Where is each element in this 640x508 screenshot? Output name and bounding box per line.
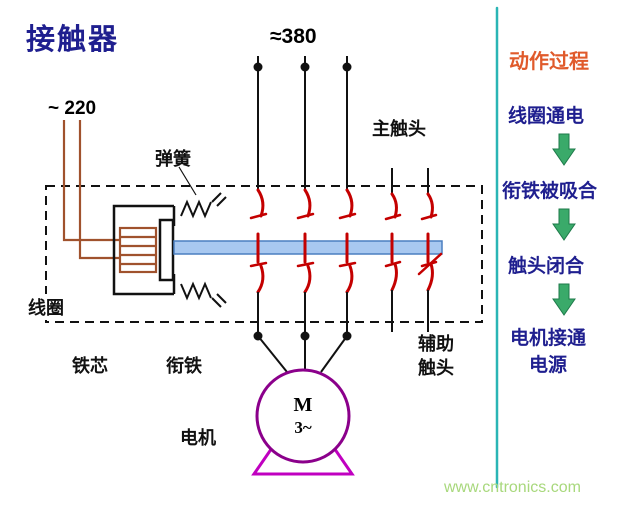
- coil-assembly: [112, 204, 176, 296]
- main-contacts-label: 主触头: [372, 119, 426, 139]
- aux-contact-nc: [417, 168, 443, 332]
- coil-winding: [118, 226, 158, 274]
- armature-plate: [158, 218, 175, 282]
- process-step-3: 触头闭合: [508, 256, 585, 277]
- page-title: 接触器: [26, 24, 120, 56]
- iron-core-outline: [112, 204, 174, 296]
- motor-phase: 3~: [294, 418, 312, 437]
- main-contact-1: [249, 188, 268, 341]
- spring-top: [180, 192, 227, 219]
- spring-label: 弹簧: [155, 149, 191, 169]
- motor-label: 电机: [180, 428, 216, 448]
- coil-voltage-label: ~ 220: [48, 98, 97, 119]
- flow-arrow-2: [552, 208, 576, 241]
- coil-label: 线圈: [25, 294, 67, 320]
- three-phase-lines: [253, 56, 352, 190]
- three-phase-voltage-label: ≈380: [270, 25, 317, 48]
- iron-core-label: 铁芯: [72, 356, 108, 376]
- process-step-4: 电机接通电源: [509, 328, 586, 376]
- armature-label: 衔铁: [166, 356, 202, 376]
- flow-arrow-3: [552, 283, 576, 316]
- main-contact-2: [296, 188, 315, 341]
- spring-label-pointer: [178, 166, 197, 196]
- process-panel-title: 动作过程: [509, 51, 589, 73]
- watermark: www.cntronics.com: [444, 479, 581, 496]
- process-step-1: 线圈通电: [508, 106, 585, 127]
- motor-letter: M: [293, 394, 313, 416]
- armature-bar: [173, 240, 443, 255]
- spring-bottom: [180, 281, 227, 308]
- dashed-enclosure: [45, 185, 483, 323]
- aux-contacts-label: 辅助触头: [418, 334, 454, 379]
- process-step-2: 衔铁被吸合: [502, 181, 598, 202]
- flow-arrow-1: [552, 133, 576, 166]
- aux-contact-no: [384, 168, 402, 332]
- motor-circle: [255, 368, 351, 464]
- coil-supply-wires: [62, 120, 120, 260]
- main-contact-3: [338, 188, 357, 341]
- motor-symbol: [251, 368, 355, 476]
- motor-leads: [257, 335, 348, 373]
